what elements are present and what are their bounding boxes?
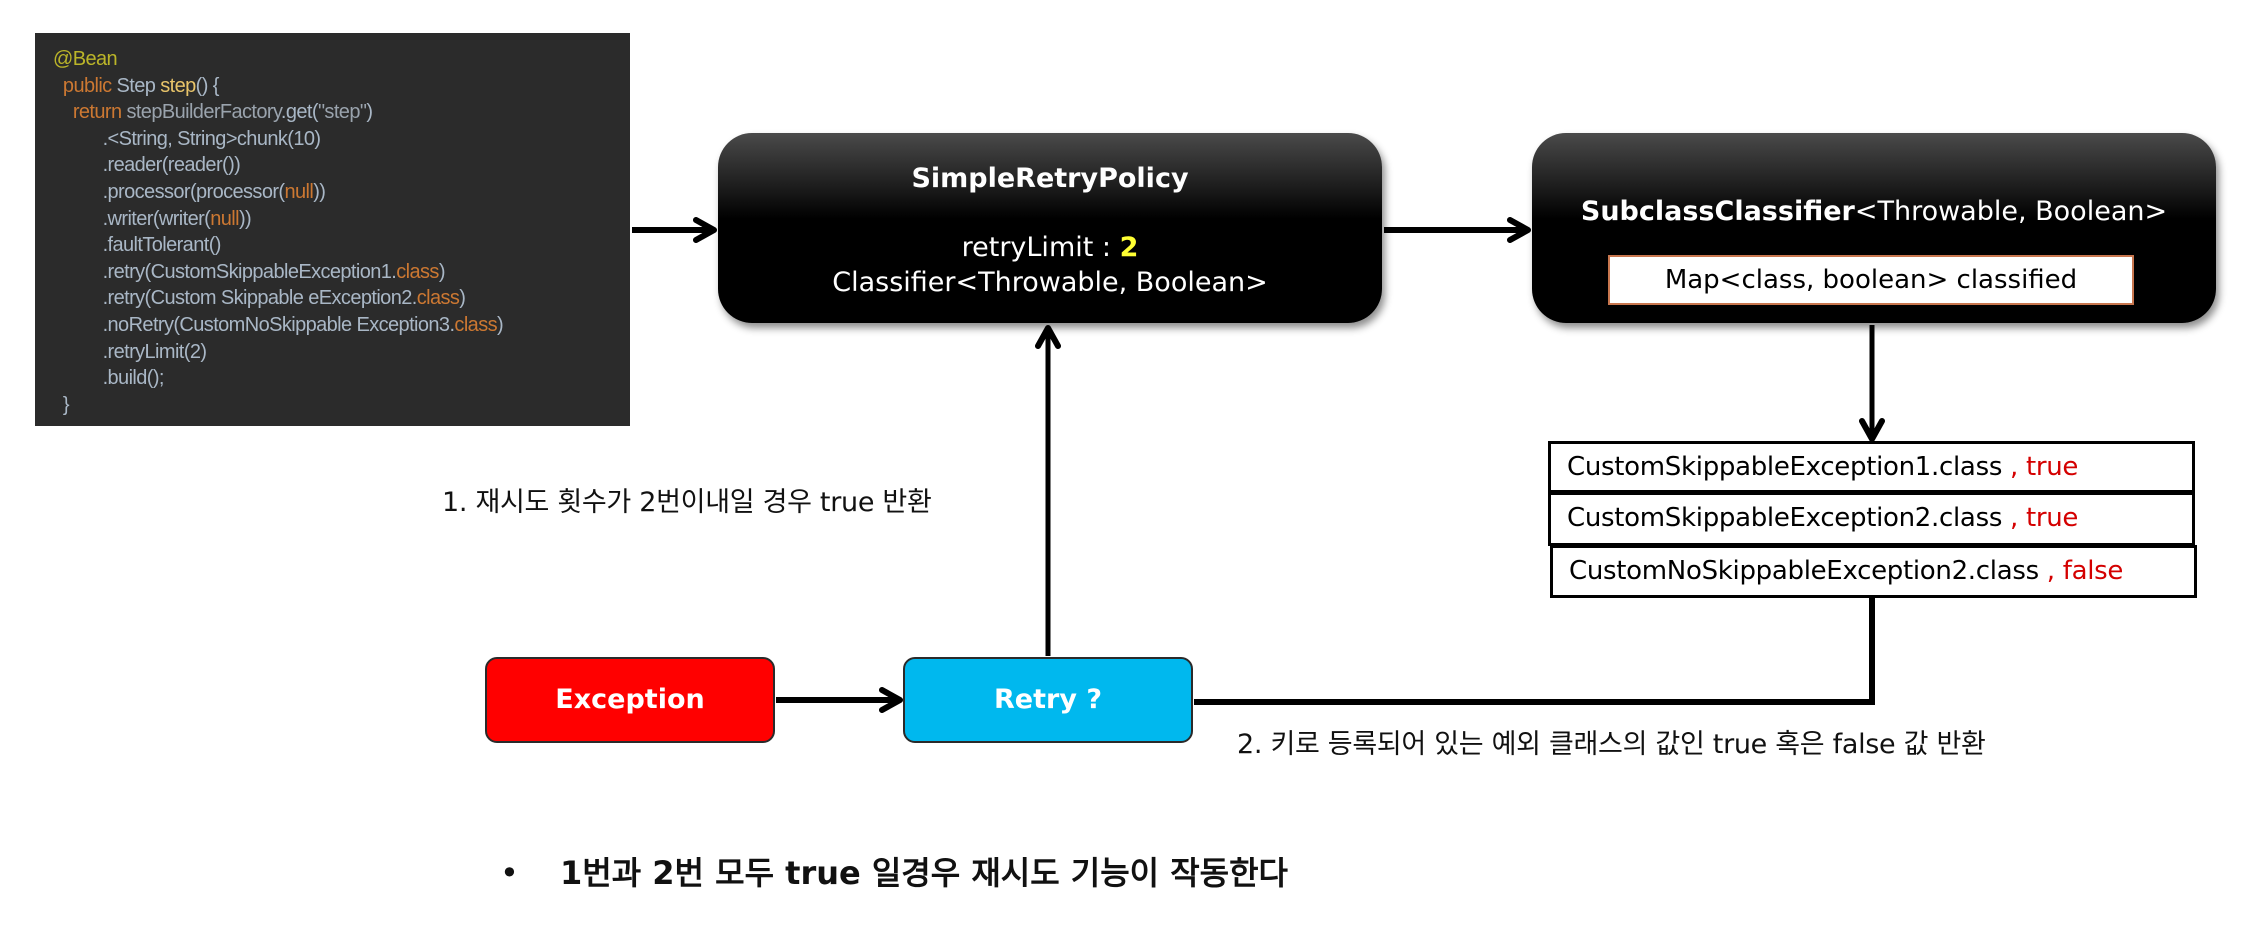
code-token: Step xyxy=(116,74,161,97)
code-token: .build(); xyxy=(102,367,165,390)
code-line: .writer(writer(null)) xyxy=(53,206,630,233)
classified-entry-row: CustomNoSkippableException2.class , fals… xyxy=(1550,545,2197,598)
code-token: .faultTolerant() xyxy=(102,234,222,257)
subclass-classifier-box: SubclassClassifier<Throwable, Boolean> M… xyxy=(1532,133,2216,323)
exception-box: Exception xyxy=(485,657,775,743)
code-token: .retryLimit(2) xyxy=(102,340,207,363)
code-token: .reader(reader()) xyxy=(102,154,241,177)
code-line: } xyxy=(53,392,630,419)
code-token: return xyxy=(72,101,127,124)
note-classifier-value: 2. 키로 등록되어 있는 예외 클래스의 값인 true 혹은 false 값… xyxy=(1237,729,1986,760)
classifier-title-name: SubclassClassifier xyxy=(1580,196,1855,227)
code-token: class xyxy=(396,260,439,283)
classifier-title-generics: <Throwable, Boolean> xyxy=(1854,196,2168,227)
code-line: .<String, String>chunk(10) xyxy=(53,126,630,153)
code-token: public xyxy=(62,74,117,97)
code-token: ) xyxy=(497,313,504,336)
code-snippet-panel: @Bean public Step step() { return stepBu… xyxy=(35,33,630,426)
code-line: .retryLimit(2) xyxy=(53,339,630,366)
entry-value: , true xyxy=(2002,503,2079,533)
classified-entry-row: CustomSkippableException1.class , true xyxy=(1548,441,2195,493)
code-line: .processor(processor(null)) xyxy=(53,179,630,206)
code-line: .retry(Custom Skippable eException2.clas… xyxy=(53,285,630,312)
code-line: .noRetry(CustomNoSkippable Exception3.cl… xyxy=(53,312,630,339)
code-line: .build(); xyxy=(53,365,630,392)
code-token: ) xyxy=(366,101,373,124)
code-token: .retry(Custom Skippable eException2. xyxy=(102,287,418,310)
code-line: .faultTolerant() xyxy=(53,232,630,259)
code-token: )) xyxy=(238,207,252,230)
code-token: ) xyxy=(459,287,466,310)
code-line: @Bean xyxy=(53,46,630,73)
summary-bullet: • 1번과 2번 모두 true 일경우 재시도 기능이 작동한다 xyxy=(500,848,1288,894)
code-token: .writer(writer( xyxy=(102,207,211,230)
code-token: @Bean xyxy=(53,48,118,70)
code-token: () { xyxy=(195,74,220,97)
policy-title: SimpleRetryPolicy xyxy=(911,163,1189,194)
bullet-icon: • xyxy=(500,854,519,892)
retry-decision-box: Retry ? xyxy=(903,657,1193,743)
classified-map-field: Map<class, boolean> classified xyxy=(1608,255,2134,305)
classified-entry-row: CustomSkippableException2.class , true xyxy=(1548,492,2195,546)
retry-limit-value: 2 xyxy=(1119,232,1139,263)
code-token: ) xyxy=(438,260,446,283)
code-token: "step" xyxy=(317,101,367,124)
connector-table-to-retry xyxy=(1194,598,1875,705)
entry-value: , false xyxy=(2038,556,2124,586)
code-token: .noRetry(CustomNoSkippable Exception3. xyxy=(102,313,455,336)
code-token: class xyxy=(416,287,460,310)
code-token: .processor(processor( xyxy=(102,180,286,203)
classifier-title: SubclassClassifier<Throwable, Boolean> xyxy=(1532,196,2216,227)
code-line: public Step step() { xyxy=(53,73,630,100)
entry-value: , true xyxy=(2002,452,2079,482)
simple-retry-policy-box: SimpleRetryPolicy retryLimit : 2 Classif… xyxy=(718,133,1382,323)
code-token: .get( xyxy=(280,101,319,124)
code-line: .reader(reader()) xyxy=(53,152,630,179)
code-token: class xyxy=(454,313,497,336)
retry-limit: retryLimit : 2 xyxy=(718,232,1382,263)
code-token: } xyxy=(62,393,70,416)
entry-key: CustomNoSkippableException2.class xyxy=(1569,556,2039,586)
code-token: stepBuilderFactory xyxy=(126,101,281,124)
code-token: .<String, String>chunk(10) xyxy=(102,127,321,150)
policy-classifier-field: Classifier<Throwable, Boolean> xyxy=(832,267,1268,298)
code-token: )) xyxy=(313,180,326,203)
code-line: return stepBuilderFactory.get("step") xyxy=(53,99,630,126)
code-token: null xyxy=(284,180,314,203)
code-token: null xyxy=(210,207,239,230)
code-line: .retry(CustomSkippableException1.class) xyxy=(53,259,630,286)
summary-text: 1번과 2번 모두 true 일경우 재시도 기능이 작동한다 xyxy=(560,854,1288,892)
code-token: .retry(CustomSkippableException1. xyxy=(102,260,397,283)
entry-key: CustomSkippableException2.class xyxy=(1567,503,2003,533)
entry-key: CustomSkippableException1.class xyxy=(1567,452,2003,482)
note-retry-count: 1. 재시도 횟수가 2번이내일 경우 true 반환 xyxy=(442,487,932,518)
code-token: step xyxy=(160,74,196,97)
retry-limit-label: retryLimit : xyxy=(961,232,1120,263)
